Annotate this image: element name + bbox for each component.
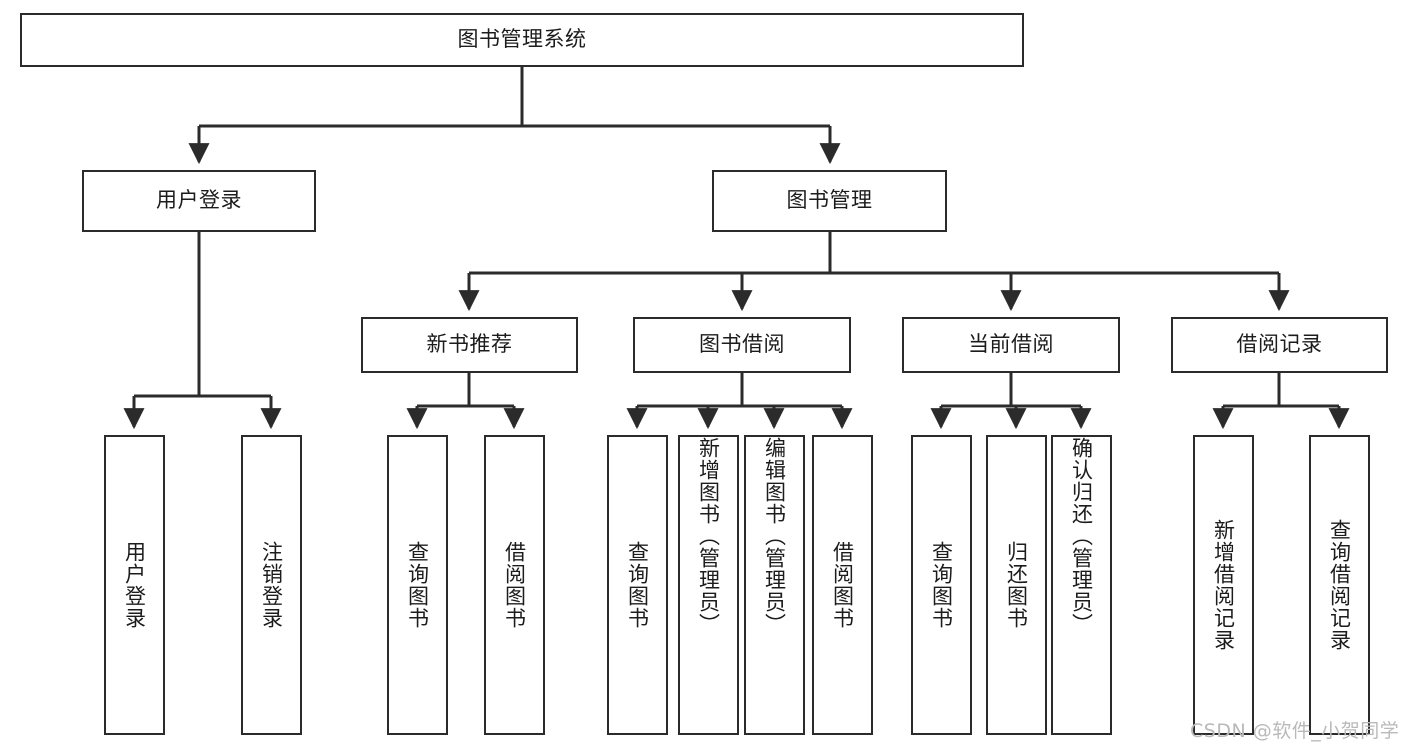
node-leaf-query-book-rec-label: 查询图书 [405,541,430,629]
node-book-manage-label: 图书管理 [786,188,873,213]
node-leaf-borrow-book-rec[interactable]: 借阅图书 [484,435,545,735]
node-leaf-borrow-book-rec-label: 借阅图书 [502,541,527,629]
leaf-text-wrap: 查询图书 [913,437,970,733]
node-current-borrow[interactable]: 当前借阅 [902,317,1120,373]
watermark: CSDN @软件_小贺同学 [1190,720,1400,742]
node-new-book-rec[interactable]: 新书推荐 [361,317,578,373]
node-leaf-add-record-label: 新增借阅记录 [1211,519,1236,651]
node-leaf-query-record-label: 查询借阅记录 [1327,519,1352,651]
leaf-text-wrap: 借阅图书 [814,437,871,733]
node-leaf-query-book-cur[interactable]: 查询图书 [911,435,972,735]
node-leaf-return-book[interactable]: 归还图书 [986,435,1047,735]
node-leaf-add-book-label: 新增图书（管理员） [696,437,721,635]
node-book-borrow-label: 图书借阅 [699,332,785,357]
node-book-borrow[interactable]: 图书借阅 [633,317,851,373]
leaf-text-wrap: 查询图书 [609,437,666,733]
node-leaf-query-book-borrow-label: 查询图书 [625,541,650,629]
node-leaf-user-logout-label: 注销登录 [259,541,284,629]
leaf-text-wrap: 新增借阅记录 [1195,437,1252,733]
node-leaf-query-record[interactable]: 查询借阅记录 [1309,435,1370,735]
leaf-text-wrap: 查询借阅记录 [1311,437,1368,733]
node-root-label: 图书管理系统 [457,27,587,52]
node-user-login[interactable]: 用户登录 [82,170,316,232]
node-root[interactable]: 图书管理系统 [20,13,1024,67]
leaf-text-wrap: 编辑图书（管理员） [746,437,803,733]
leaf-text-wrap: 用户登录 [106,437,163,733]
node-borrow-record-label: 借阅记录 [1236,332,1323,357]
leaf-text-wrap: 归还图书 [988,437,1045,733]
node-leaf-user-logout[interactable]: 注销登录 [241,435,302,735]
node-user-login-label: 用户登录 [156,188,242,213]
node-leaf-borrow-book-label: 借阅图书 [830,541,855,629]
node-leaf-return-book-label: 归还图书 [1004,541,1029,629]
node-new-book-rec-label: 新书推荐 [426,332,513,357]
leaf-text-wrap: 新增图书（管理员） [680,437,737,733]
leaf-text-wrap: 注销登录 [243,437,300,733]
node-current-borrow-label: 当前借阅 [968,332,1054,357]
node-leaf-borrow-book[interactable]: 借阅图书 [812,435,873,735]
node-leaf-query-book-rec[interactable]: 查询图书 [387,435,448,735]
node-leaf-add-record[interactable]: 新增借阅记录 [1193,435,1254,735]
leaf-text-wrap: 确认归还（管理员） [1053,437,1110,733]
node-leaf-edit-book[interactable]: 编辑图书（管理员） [744,435,805,735]
node-borrow-record[interactable]: 借阅记录 [1171,317,1388,373]
node-leaf-add-book[interactable]: 新增图书（管理员） [678,435,739,735]
node-leaf-query-book-cur-label: 查询图书 [929,541,954,629]
node-leaf-edit-book-label: 编辑图书（管理员） [762,437,787,635]
leaf-text-wrap: 借阅图书 [486,437,543,733]
node-book-manage[interactable]: 图书管理 [712,170,947,232]
node-leaf-confirm-return[interactable]: 确认归还（管理员） [1051,435,1112,735]
node-leaf-query-book-borrow[interactable]: 查询图书 [607,435,668,735]
node-leaf-user-login-label: 用户登录 [122,541,147,629]
leaf-text-wrap: 查询图书 [389,437,446,733]
node-leaf-user-login[interactable]: 用户登录 [104,435,165,735]
node-leaf-confirm-return-label: 确认归还（管理员） [1069,437,1094,635]
